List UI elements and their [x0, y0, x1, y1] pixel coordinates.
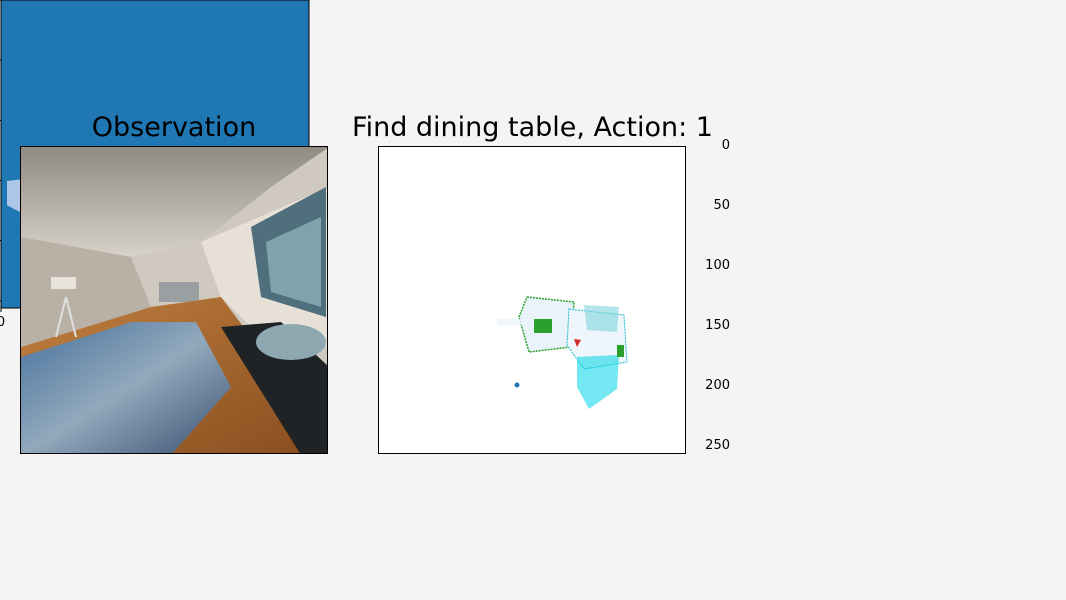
agent-marker: [574, 339, 581, 347]
goal-marker: [514, 382, 520, 388]
y-axis-ticks: [0, 0, 1, 302]
y-tick-label: 150: [705, 318, 730, 333]
semantic-map-view: [378, 146, 686, 454]
observation-scene: [21, 147, 327, 453]
map-region-green-right: [617, 345, 624, 357]
map-region-cyan-lower: [577, 355, 619, 409]
observation-title: Observation: [91, 112, 257, 143]
observation-image: [20, 146, 328, 454]
y-tick-label: 100: [705, 258, 730, 273]
map-region-green: [534, 319, 552, 333]
map-canvas: [497, 296, 628, 409]
map-explored-strip: [497, 319, 527, 325]
y-tick-label: 250: [705, 438, 730, 453]
y-tick-label: 0: [721, 138, 730, 153]
y-tick-label: 200: [705, 378, 730, 393]
y-tick-labels: 0 50 100 150 200 250: [690, 138, 734, 466]
map-title: Find dining table, Action: 1: [352, 112, 713, 143]
y-tick-label: 50: [713, 198, 730, 213]
map-region-cyan: [584, 305, 619, 332]
x-tick-label: 0: [0, 315, 5, 330]
